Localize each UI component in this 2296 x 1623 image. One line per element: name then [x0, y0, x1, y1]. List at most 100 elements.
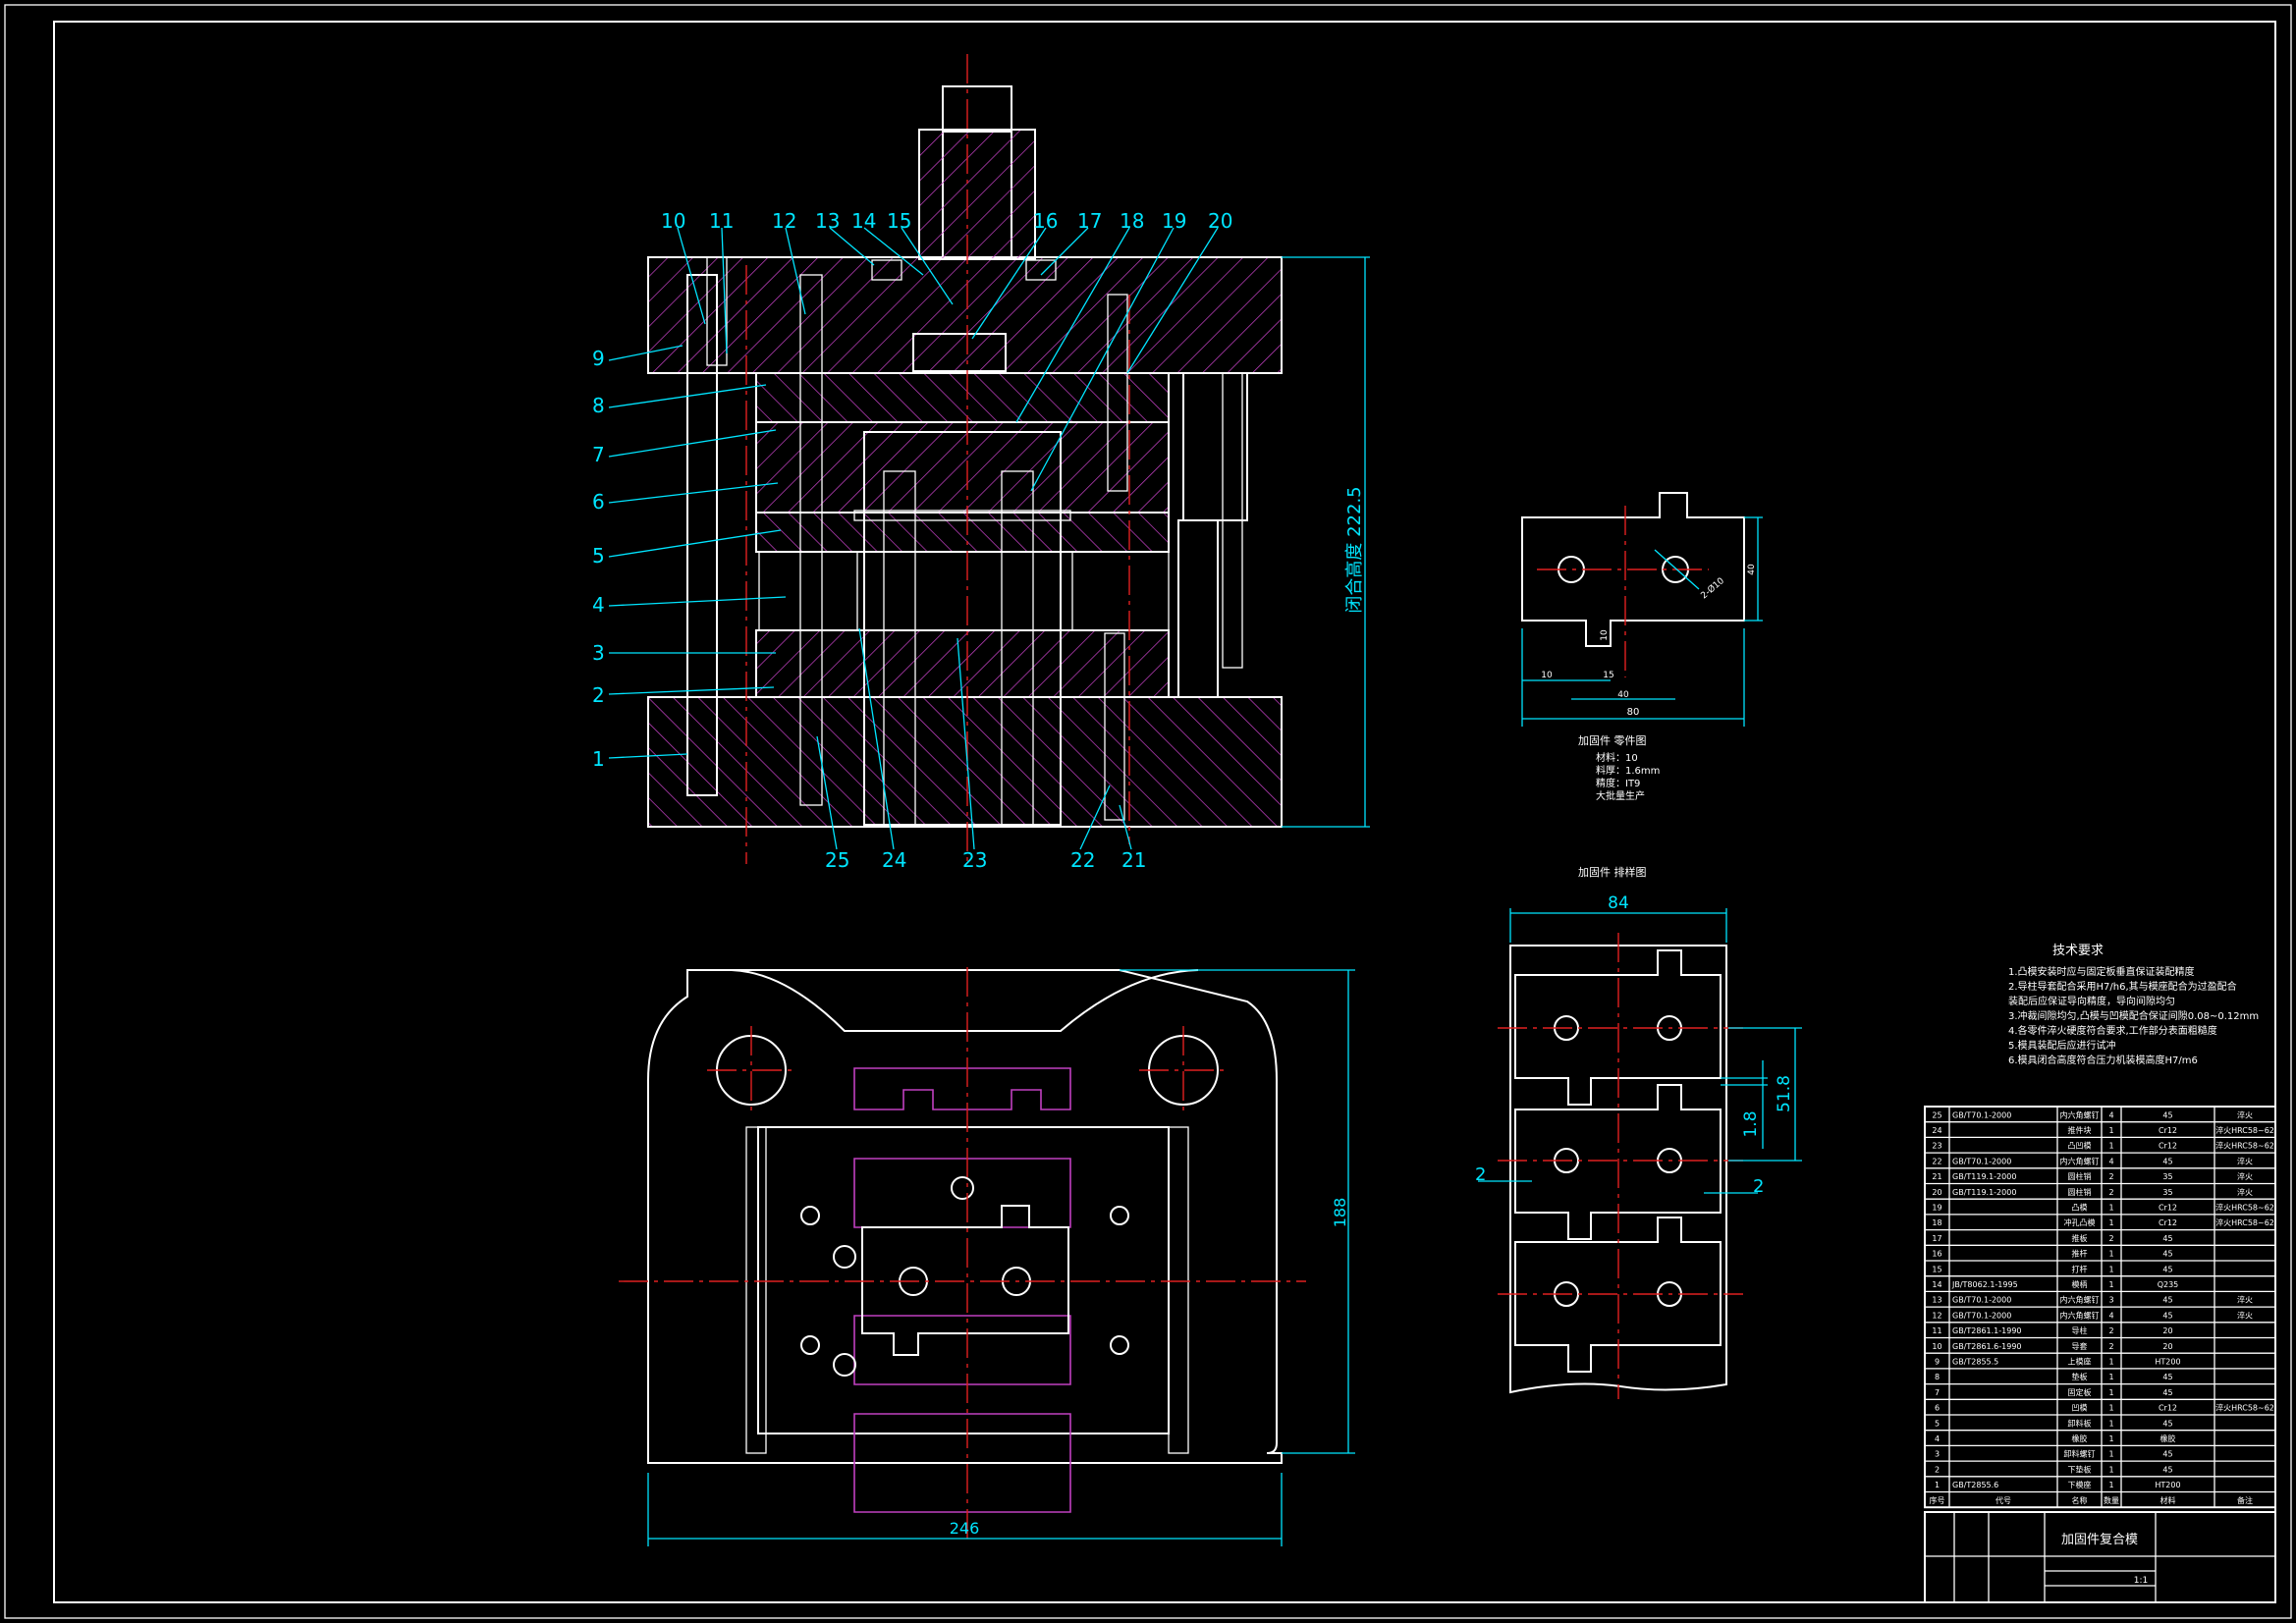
balloon-10: 10	[661, 209, 685, 233]
bom-cell: 4	[2108, 1157, 2113, 1165]
bom-cell: 10	[1932, 1342, 1941, 1351]
bom-cell: 橡胶	[2072, 1434, 2088, 1443]
part-note-4: 大批量生产	[1596, 789, 1645, 802]
bom-cell: Q235	[2158, 1280, 2179, 1289]
strip-dim-gap: 1.8	[1741, 1110, 1761, 1137]
strip-dim-pitch: 51.8	[1775, 1075, 1794, 1112]
title-block: 加固件复合模 1:1	[1924, 1511, 2276, 1603]
tech-req-title: 技术要求	[2052, 944, 2104, 958]
outer-border	[4, 4, 2292, 1619]
bom-cell: 22	[1932, 1157, 1941, 1165]
part-dim-80: 80	[1627, 707, 1640, 718]
bom-cell: 淬火	[2237, 1187, 2253, 1197]
part-dim-10: 10	[1541, 671, 1553, 680]
bom-cell: 1	[2108, 1142, 2113, 1151]
balloon-13: 13	[815, 209, 840, 233]
bom-cell: 模柄	[2072, 1279, 2088, 1289]
bom-cell: GB/T2855.6	[1952, 1481, 1998, 1489]
bom-cell: 卸料板	[2068, 1418, 2092, 1428]
bom-cell: 1	[2108, 1280, 2113, 1289]
closed-height-label: 闭合高度 222.5	[1344, 486, 1365, 613]
bom-cell: 7	[1935, 1388, 1940, 1397]
bom-cell: Cr12	[2159, 1218, 2177, 1227]
balloon-numbers: 1 2 3 4 5 6 7 8 9 10 11 12 13 14 15 16 1…	[592, 209, 1232, 872]
balloon-11: 11	[709, 209, 734, 233]
bom-cell: 1	[2108, 1373, 2113, 1381]
bom-cell: 垫板	[2072, 1372, 2088, 1381]
title-block-scale: 1:1	[2134, 1576, 2148, 1586]
bom-cell: 45	[2162, 1373, 2172, 1381]
tech-req-2: 2.导柱导套配合采用H7/h6,其与模座配合为过盈配合	[2008, 980, 2237, 993]
balloon-24: 24	[882, 848, 906, 872]
bom-cell: 淬火	[2237, 1171, 2253, 1181]
part-note-1: 材料：10	[1596, 751, 1638, 764]
bom-cell: 20	[2162, 1326, 2172, 1335]
bom-cell: 圆柱销	[2068, 1187, 2092, 1197]
plan-height-dim: 188	[1331, 1198, 1349, 1228]
balloon-21: 21	[1121, 848, 1146, 872]
punch-plate	[755, 421, 1170, 514]
bom-cell: GB/T70.1-2000	[1952, 1110, 2011, 1119]
bom-cell: 2	[2108, 1172, 2113, 1181]
bom-cell: 凹模	[2072, 1403, 2088, 1413]
rubber-left	[758, 551, 858, 631]
bom-cell: JB/T8062.1-1995	[1951, 1280, 2018, 1289]
bom-cell: 45	[2162, 1110, 2172, 1119]
bom-cell: 45	[2162, 1465, 2172, 1474]
bom-cell: 15	[1932, 1265, 1941, 1273]
bom-cell: 1	[2108, 1218, 2113, 1227]
bom-cell: 4	[1935, 1434, 1940, 1443]
bom-cell: 25	[1932, 1110, 1941, 1119]
backing-plate	[755, 372, 1170, 423]
stripper-plate	[755, 512, 1170, 553]
bom-cell: 内六角螺钉	[2060, 1295, 2100, 1305]
tech-req-5: 4.各零件淬火硬度符合要求,工作部分表面粗糙度	[2008, 1024, 2217, 1037]
bom-cell: 16	[1932, 1250, 1941, 1259]
bom-cell: 凸凹模	[2068, 1141, 2092, 1151]
bom-cell: 45	[2162, 1311, 2172, 1320]
tech-req-7: 6.模具闭合高度符合压力机装模高度H7/m6	[2008, 1054, 2198, 1066]
bom-cell: 1	[2108, 1481, 2113, 1489]
bom-cell: 1	[2108, 1204, 2113, 1213]
balloon-25: 25	[825, 848, 849, 872]
bom-cell: 固定板	[2068, 1387, 2092, 1397]
tech-req-6: 5.模具装配后应进行试冲	[2008, 1039, 2116, 1052]
bom-cell: 4	[2108, 1311, 2113, 1320]
bom-cell: 1	[2108, 1388, 2113, 1397]
bom-cell: 淬火	[2237, 1156, 2253, 1165]
strip-layout-title: 加固件 排样图	[1578, 865, 1647, 879]
bom-cell: 冲孔凸模	[2064, 1217, 2096, 1227]
bom-cell: 3	[2108, 1296, 2113, 1305]
bom-cell: 1	[2108, 1265, 2113, 1273]
tech-req-3: 装配后应保证导向精度，导向间隙均匀	[2008, 995, 2175, 1007]
bom-cell: 淬火HRC58~62	[2215, 1217, 2274, 1227]
part-dim-h40: 40	[1747, 564, 1757, 575]
plan-view: 246 188	[619, 967, 1355, 1546]
part-drawing: 80 10 15 40 40 10 2-Ø10 加固件 零件图 材料：10 料厚…	[1521, 492, 1763, 802]
balloon-14: 14	[851, 209, 876, 233]
plan-width-dim: 246	[950, 1519, 980, 1538]
balloon-1: 1	[592, 747, 605, 771]
balloon-3: 3	[592, 641, 605, 665]
bom-cell: 1	[2108, 1126, 2113, 1135]
die-plate	[755, 629, 1170, 698]
balloon-23: 23	[962, 848, 987, 872]
bom-cell: 45	[2162, 1265, 2172, 1273]
bom-cell: 17	[1932, 1234, 1941, 1243]
bom-cell: 内六角螺钉	[2060, 1310, 2100, 1320]
bom-cell: 推板	[2072, 1233, 2088, 1243]
bom-cell: 凸模	[2072, 1203, 2088, 1213]
lower-die-base	[647, 696, 1283, 828]
bom-cell: 内六角螺钉	[2060, 1156, 2100, 1165]
balloon-15: 15	[887, 209, 911, 233]
bom-cell: 2	[2108, 1342, 2113, 1351]
bom-cell: 12	[1932, 1311, 1941, 1320]
balloon-12: 12	[772, 209, 796, 233]
bom-cell: 3	[1935, 1450, 1940, 1459]
balloon-7: 7	[592, 443, 605, 466]
bom-cell: 上模座	[2068, 1357, 2092, 1367]
bom-cell: 淬火HRC58~62	[2215, 1203, 2274, 1213]
bom-cell: 1	[2108, 1434, 2113, 1443]
bom-cell: 推件块	[2068, 1125, 2092, 1135]
